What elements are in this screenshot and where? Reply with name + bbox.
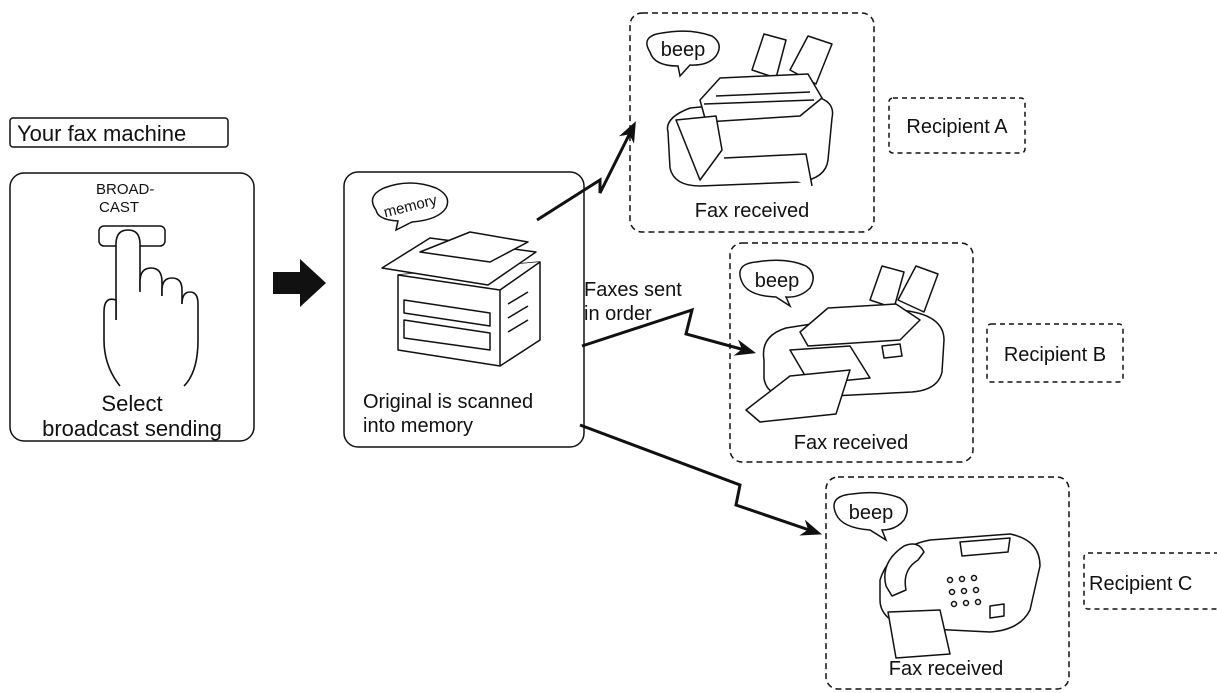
recipient-a-name: Recipient A — [906, 116, 1008, 138]
copier-icon — [381, 231, 541, 367]
recipient-a-label: Recipient A — [888, 97, 1026, 154]
select-caption-2: broadcast sending — [42, 416, 222, 441]
fax-machine-icon-b — [745, 265, 945, 423]
transmission-arrow-b — [581, 307, 757, 356]
recipient-b-name: Recipient B — [1004, 344, 1106, 366]
beep-text-c: beep — [849, 502, 894, 524]
flow-arrow — [273, 259, 326, 307]
recipient-b-panel: beep Fax received — [729, 242, 974, 463]
select-panel: BROAD- CAST Select broadcast sending — [9, 172, 255, 442]
broadcast-key-label-2: CAST — [99, 199, 139, 216]
transmission-arrow-a — [536, 121, 636, 222]
fax-received-c: Fax received — [889, 658, 1004, 680]
broadcast-key-label-1: BROAD- — [96, 181, 154, 198]
sending-note-1: Faxes sent — [584, 279, 682, 301]
recipient-b-label: Recipient B — [986, 323, 1124, 383]
sending-note-2: in order — [584, 303, 652, 325]
beep-bubble-a: beep — [646, 30, 720, 78]
source-label-text: Your fax machine — [17, 121, 186, 146]
pressing-hand-icon — [103, 229, 199, 387]
recipient-c-panel: beep Fax received — [825, 476, 1070, 690]
memory-bubble: memory — [371, 182, 449, 232]
recipient-c-label: Recipient C — [1083, 552, 1217, 610]
fax-machine-icon-a — [666, 33, 834, 187]
fax-phone-icon-c — [879, 533, 1041, 659]
scan-caption-2: into memory — [363, 415, 473, 437]
fax-received-b: Fax received — [794, 432, 909, 454]
fax-received-a: Fax received — [695, 200, 810, 222]
source-label: Your fax machine — [9, 117, 229, 148]
scan-caption-1: Original is scanned — [363, 391, 533, 413]
transmission-arrow-c — [579, 423, 822, 536]
beep-text-b: beep — [755, 270, 800, 292]
beep-text-a: beep — [661, 39, 706, 61]
recipient-c-name: Recipient C — [1089, 573, 1192, 595]
beep-bubble-b: beep — [739, 259, 814, 308]
beep-bubble-c: beep — [833, 491, 908, 542]
scan-panel: memory Original is scanned into memory — [343, 171, 585, 448]
select-caption-1: Select — [101, 391, 162, 416]
recipient-a-panel: beep Fax received — [629, 12, 875, 233]
